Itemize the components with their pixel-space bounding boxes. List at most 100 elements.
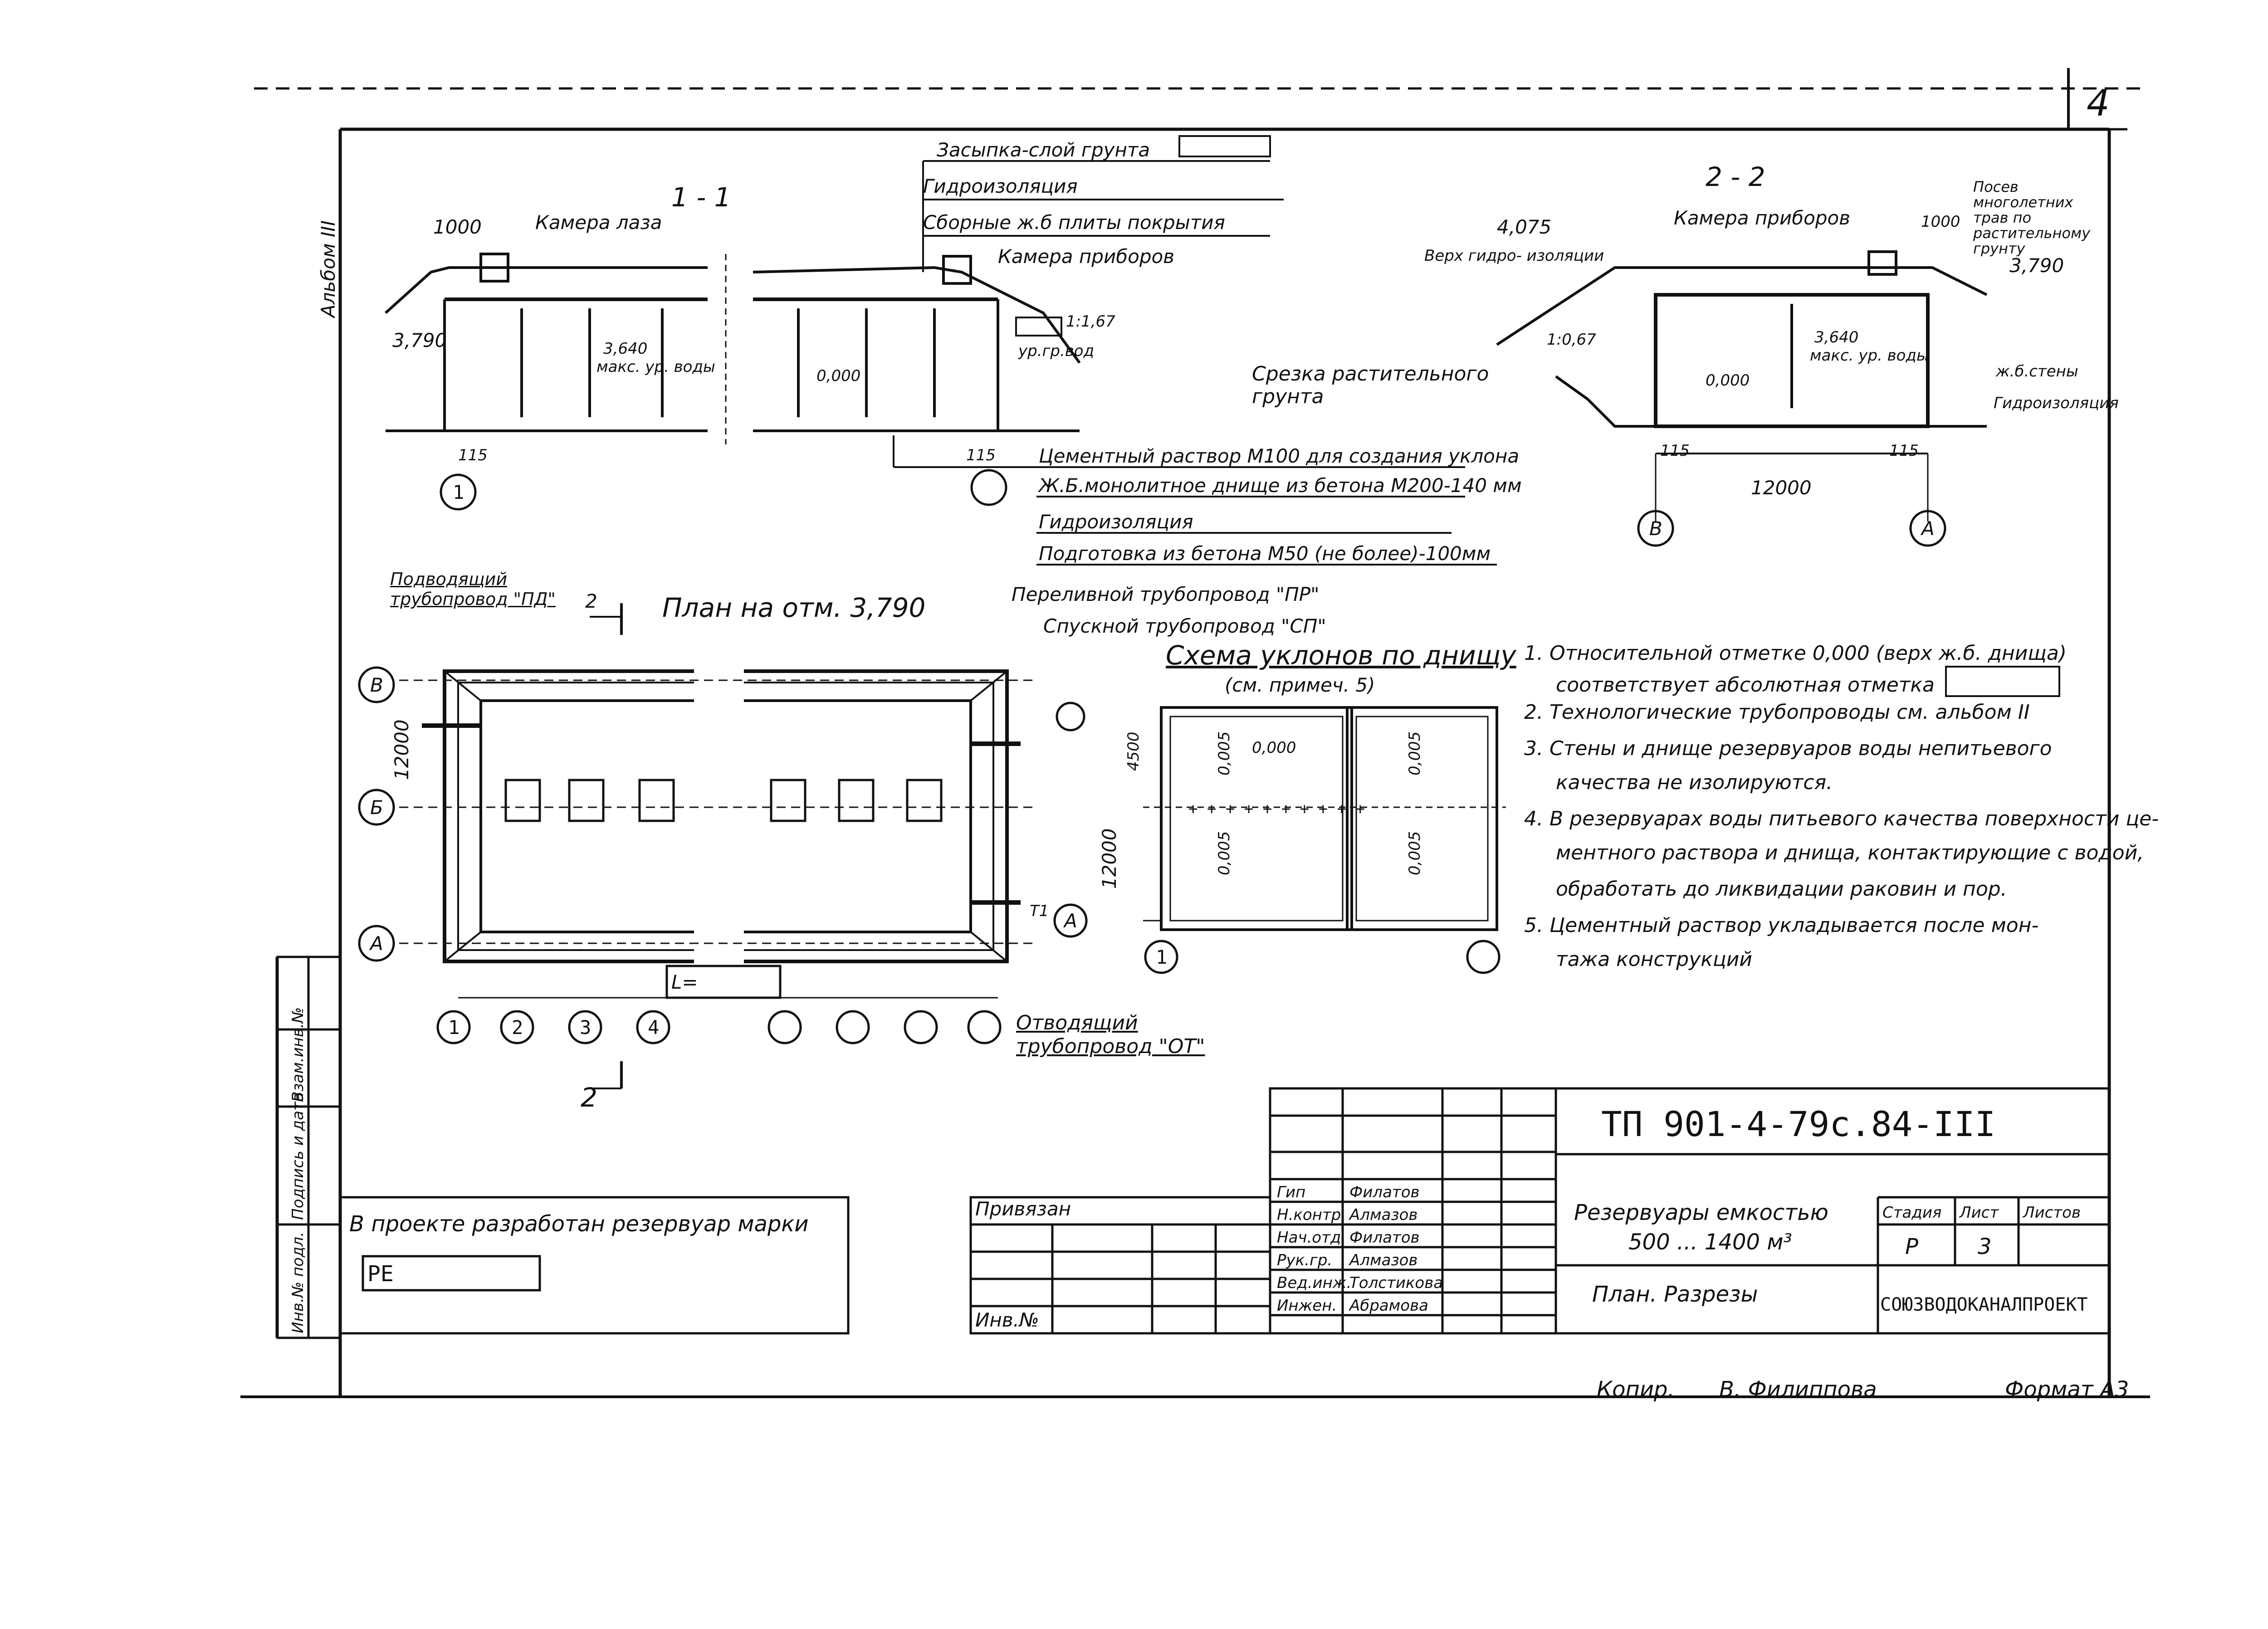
slope-axis-1: 1: [1156, 946, 1167, 968]
slope-value-4: 0,005: [1215, 831, 1233, 875]
col-stage: Стадия: [1882, 1204, 1941, 1222]
t1-mark: Т1: [1030, 902, 1049, 920]
drain-pipe-label: Спускной трубопровод "СП": [1043, 615, 1326, 637]
copied-label: Копир.: [1597, 1377, 1675, 1402]
dim-1000-a: 1000: [433, 216, 482, 238]
chamber-laza-label: Камера лаза: [535, 211, 662, 234]
name-inzhen: Абрамова: [1349, 1297, 1428, 1315]
side-stamp: [276, 956, 342, 1339]
dim-115-c: 115: [1660, 442, 1690, 460]
length-box: [665, 965, 782, 999]
col-sheet: Лист: [1959, 1204, 1999, 1222]
plan-axis-a: А: [369, 932, 383, 955]
layer-concrete-prep: Подготовка из бетона М50 (не более)-100м…: [1039, 542, 1491, 565]
max-water-b: макс. ур. воды: [1810, 346, 1929, 365]
note-3b: качества не изолируются.: [1556, 771, 1833, 794]
slope-axis-marker-blank: [1466, 940, 1501, 974]
col-sheets: Листов: [2022, 1204, 2081, 1222]
slope-axis-marker-a: [1053, 903, 1088, 938]
project-code: ТП 901-4-79с.84-III: [1601, 1104, 1995, 1144]
grass-label: Посев многолетних трав по растительному …: [1973, 179, 2091, 256]
plan-drawing: [399, 603, 1034, 1089]
col-axis-1: 1: [448, 1016, 459, 1039]
abs-mark-blank: [1945, 666, 2060, 697]
role-ncontr: Н.контр.: [1277, 1206, 1346, 1224]
backfill-blank: [1178, 135, 1271, 157]
cut-mark-bottom: 2: [581, 1082, 597, 1113]
copier-name: В. Филиппова: [1719, 1377, 1877, 1402]
chamber-pribor-a: Камера приборов: [998, 245, 1174, 268]
top-waterproof-label: Верх гидро- изоляции: [1424, 247, 1604, 265]
layer-slabs: Сборные ж.б плиты покрытия: [923, 211, 1225, 234]
level-3640-b: 3,640: [1814, 328, 1858, 346]
slope-1-67: 1:1,67: [1066, 312, 1115, 331]
max-water-a: макс. ур. воды: [596, 358, 715, 376]
section-2-2-drawing: [1496, 250, 1988, 522]
slope-value-2: 0,000: [1252, 739, 1296, 757]
role-rukgr: Рук.гр.: [1277, 1251, 1332, 1269]
design-note: В проекте разработан резервуар марки: [349, 1211, 809, 1237]
col-axis-3: 3: [580, 1016, 591, 1039]
name-rukgr: Алмазов: [1349, 1251, 1418, 1269]
plan-axis-marker-a: [358, 925, 395, 962]
section-1-1-drawing: [384, 253, 1081, 444]
title-block-grid: [339, 1087, 2111, 1335]
role-nachotd: Нач.отд.: [1277, 1229, 1346, 1247]
name-vedinzh: Толстикова: [1349, 1274, 1443, 1292]
slope-value-5: 0,005: [1406, 831, 1424, 875]
outlet-pipe-label: Отводящий трубопровод "ОТ": [1016, 1011, 1205, 1058]
note-1b: соответствует абсолютная отметка: [1556, 673, 1935, 697]
role-vedinzh: Вед.инж.: [1277, 1274, 1351, 1292]
axis-v-2-2: В: [1649, 517, 1662, 540]
section-1-1-title: 1 - 1: [671, 182, 731, 213]
title-line-2: 500 ... 1400 м³: [1628, 1229, 1792, 1255]
role-inzhen: Инжен.: [1277, 1297, 1337, 1315]
axis-marker-a-2-2: [1909, 510, 1946, 547]
name-ncontr: Алмазов: [1349, 1206, 1418, 1224]
axis-1-label: 1: [453, 481, 464, 503]
dim-12000-2-2: 12000: [1751, 477, 1812, 499]
level-3640-a: 3,640: [603, 340, 647, 358]
plan-axis-marker-v: [358, 666, 395, 703]
note-2: 2. Технологические трубопроводы см. альб…: [1524, 701, 2030, 724]
cut-mark-top: 2: [585, 590, 597, 612]
plan-column-axes: 1 2 3 4: [436, 1010, 1002, 1044]
note-5: 5. Цементный раствор укладывается после …: [1524, 914, 2038, 937]
note-1: 1. Относительной отметке 0,000 (верх ж.б…: [1524, 642, 2067, 665]
plan-dim-12000: 12000: [391, 719, 413, 780]
level-3790-b: 3,790: [2009, 254, 2064, 277]
axis-marker-1: [440, 473, 477, 511]
slope-plus-row: + + + + + + + + + +: [1188, 800, 1365, 818]
section-2-2-title: 2 - 2: [1706, 161, 1765, 192]
plan-axis-v: В: [370, 674, 383, 696]
cut-soil-box: Срезка растительного грунта: [1252, 363, 1489, 408]
layer-leaders-bottom: [893, 435, 1497, 566]
layer-slab-bottom: Ж.Б.монолитное днище из бетона М200-140 …: [1037, 474, 1522, 497]
dim-115-b: 115: [966, 446, 996, 464]
slope-axis-a: А: [1063, 910, 1077, 932]
dim-115-a: 115: [458, 446, 488, 464]
sheet-number: 4: [2087, 82, 2110, 124]
slope-scheme-title: Схема уклонов по днищу: [1166, 640, 1516, 671]
plan-title: План на отм. 3,790: [662, 592, 925, 623]
grass-label-box: Посев многолетних трав по растительному …: [1973, 179, 2091, 256]
slope-0-67: 1:0,67: [1547, 331, 1596, 349]
slope-value-3: 0,005: [1406, 732, 1424, 775]
inlet-pipe-box: Подводящий трубопровод "ПД": [390, 569, 556, 609]
cut-soil-label: Срезка растительного грунта: [1252, 363, 1489, 408]
overflow-pipe-label: Переливной трубопровод "ПР": [1012, 583, 1319, 605]
axis-marker-v-2-2: [1637, 510, 1674, 547]
layer-cement: Цементный раствор М100 для создания укло…: [1039, 445, 1519, 467]
dim-1000-b: 1000: [1921, 213, 1960, 231]
inlet-pipe-label: Подводящий трубопровод "ПД": [390, 569, 556, 609]
title-line-1: Резервуары емкостью: [1574, 1200, 1828, 1225]
chamber-pribor-b: Камера приборов: [1674, 207, 1850, 229]
sheet-title: План. Разрезы: [1592, 1282, 1758, 1307]
outlet-pipe-box: Отводящий трубопровод "ОТ": [1016, 1011, 1205, 1058]
note-5b: тажа конструкций: [1556, 948, 1752, 971]
layer-waterproof-top: Гидроизоляция: [923, 175, 1078, 197]
name-nachotd: Филатов: [1349, 1229, 1420, 1247]
side-label-sign: Подпись и дата: [289, 1092, 307, 1220]
org-name: СОЮЗВОДОКАНАЛПРОЕКТ: [1880, 1294, 2088, 1315]
